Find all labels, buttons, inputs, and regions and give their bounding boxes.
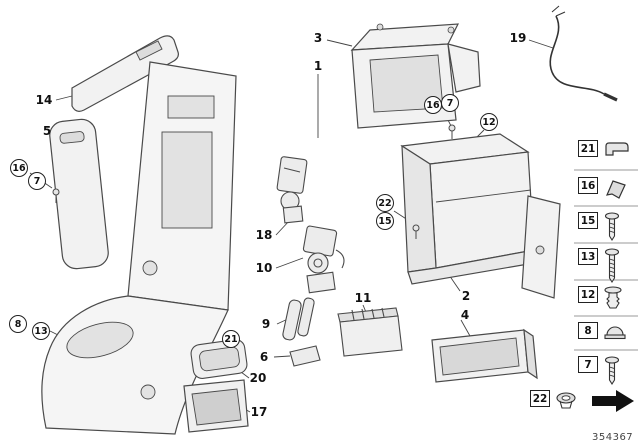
legend-number-21: 21 [578,140,598,157]
latch-mechanism [302,225,345,294]
grommet-icon [556,392,576,409]
legend-item-12[interactable]: 12 [578,286,623,312]
callout-6[interactable]: 6 [259,350,269,364]
callout-21[interactable]: 21 [222,330,240,348]
legend-number-7: 7 [578,356,598,373]
callout-9[interactable]: 9 [261,317,271,331]
clamp-icon [605,180,626,199]
direction-arrow-icon [592,390,634,412]
spring-bracket [282,297,315,341]
callout-20[interactable]: 20 [249,371,267,385]
sleeve-housing [431,328,538,383]
callout-13[interactable]: 13 [32,322,50,340]
callout-4[interactable]: 4 [460,308,470,322]
legend-item-21[interactable]: 21 [578,140,631,162]
legend-number-13: 13 [578,248,598,265]
rear-housing [400,133,561,299]
screw-icon [604,356,620,386]
callout-18[interactable]: 18 [255,228,273,242]
callout-8[interactable]: 8 [9,315,27,333]
callout-19[interactable]: 19 [509,31,527,45]
lock-mechanism [276,156,308,224]
legend-number-12: 12 [578,286,598,303]
armrest-pad [49,118,109,270]
callout-16-right[interactable]: 16 [424,96,442,114]
callout-1[interactable]: 1 [313,59,323,73]
loose-screws [52,124,456,239]
rubber-mat [190,339,248,379]
callout-14[interactable]: 14 [35,93,53,107]
ashtray-insert [337,307,403,357]
legend-item-13[interactable]: 13 [578,248,621,284]
legend-item-7[interactable]: 7 [578,356,621,386]
clip-icon [605,142,629,156]
long-screw-icon [604,248,620,284]
legend-item-22[interactable]: 22 [530,390,577,412]
side-trim-strip [71,35,179,112]
diagram-number: 354367 [592,432,634,443]
console-body [41,61,237,435]
legend-number-16: 16 [578,177,598,194]
callout-10[interactable]: 10 [255,261,273,275]
callout-2[interactable]: 2 [461,289,471,303]
callout-11[interactable]: 11 [354,291,372,305]
antenna-cable [549,5,618,102]
small-plate [289,345,321,367]
callout-7-right[interactable]: 7 [441,94,459,112]
top-bracket [350,23,481,129]
legend-number-22: 22 [530,390,550,407]
legend-separators [574,169,638,351]
legend-number-15: 15 [578,212,598,229]
legend-number-8: 8 [578,322,598,339]
storage-bin [183,379,249,433]
callout-15[interactable]: 15 [376,212,394,230]
callout-17[interactable]: 17 [250,405,268,419]
callout-12[interactable]: 12 [480,113,498,131]
callout-16-left[interactable]: 16 [10,159,28,177]
screw-icon [604,212,620,242]
legend-item-15[interactable]: 15 [578,212,621,242]
expansion-rivet-icon [604,286,622,309]
callout-5[interactable]: 5 [42,124,52,138]
legend-item-8[interactable]: 8 [578,322,627,342]
cap-icon [604,326,626,340]
callout-3[interactable]: 3 [313,31,323,45]
callout-22[interactable]: 22 [376,194,394,212]
callout-7-left[interactable]: 7 [28,172,46,190]
legend-item-16[interactable]: 16 [578,177,629,201]
